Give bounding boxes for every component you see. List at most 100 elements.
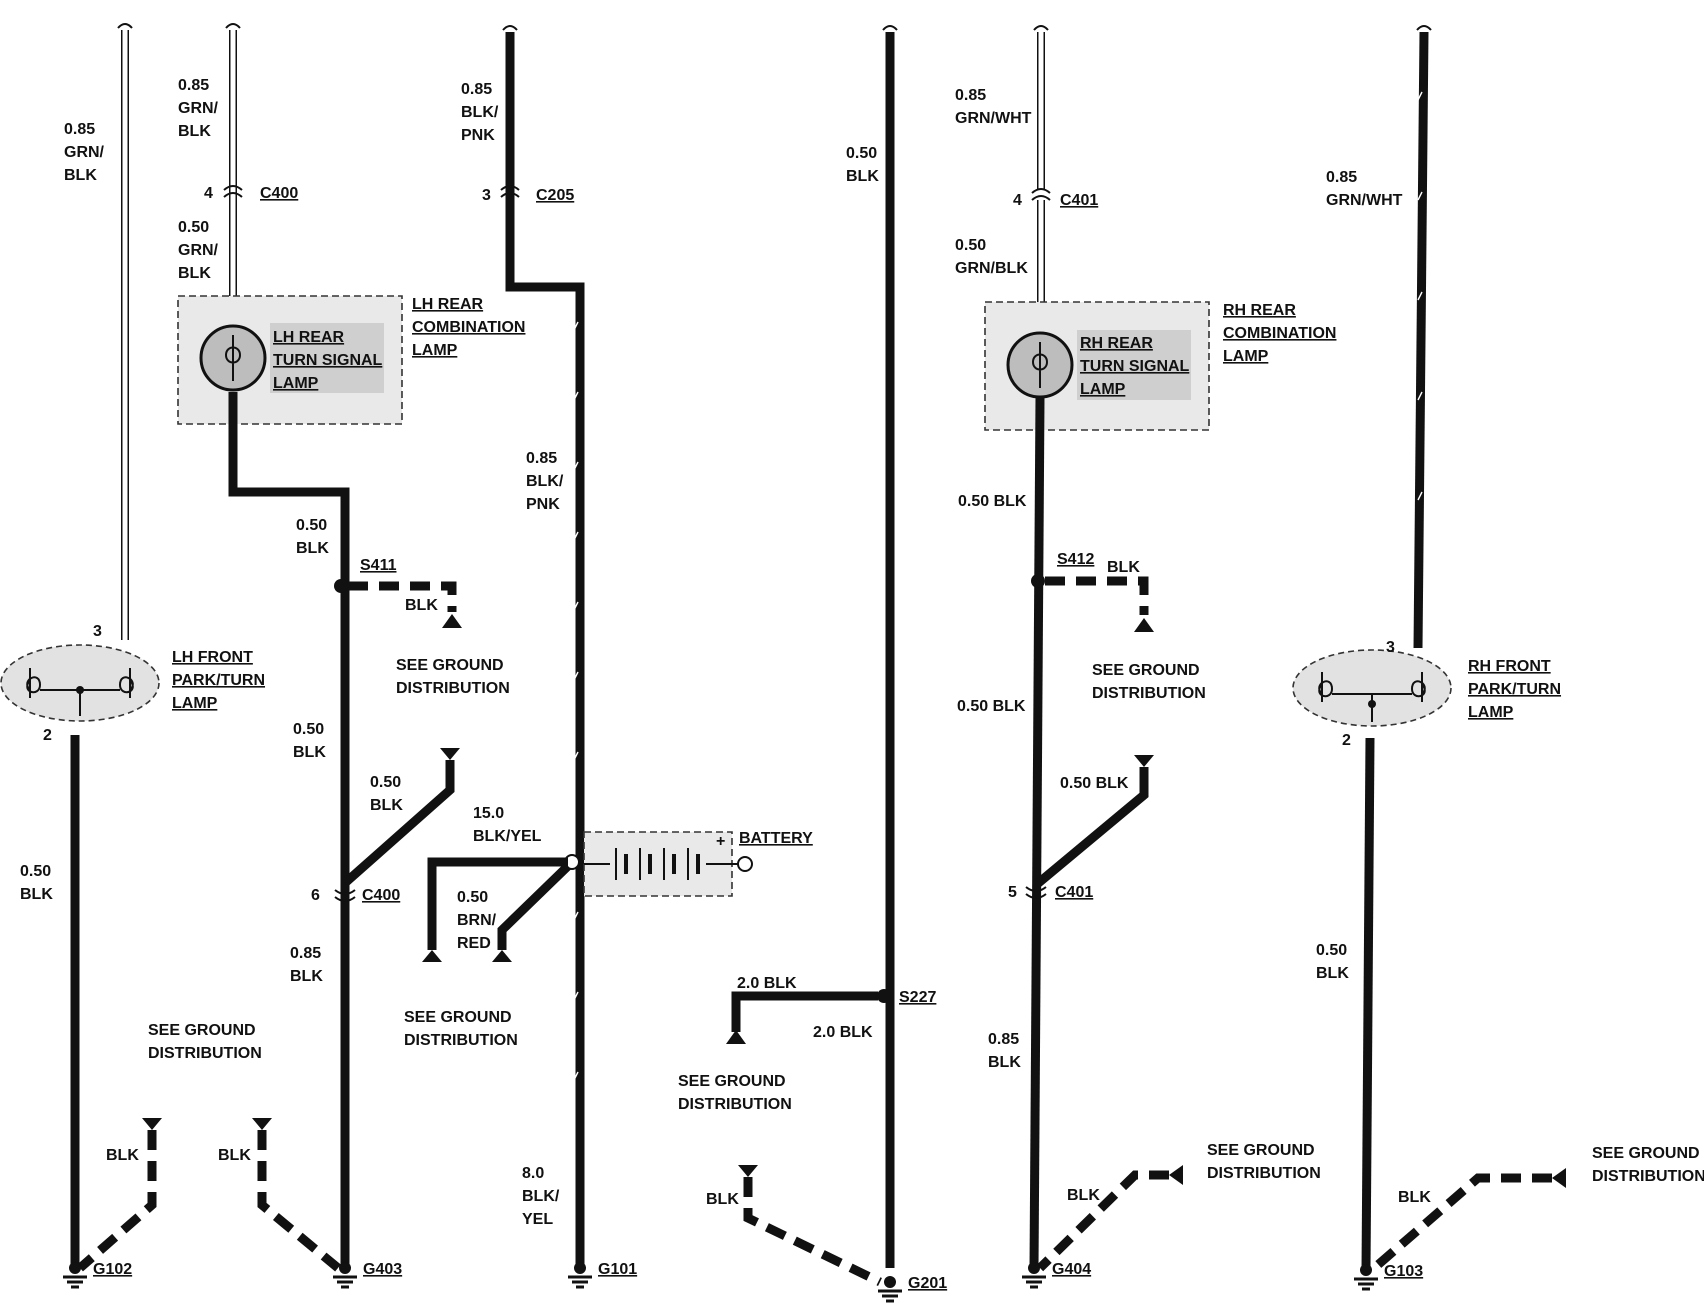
ground-branch-s412 [1045,576,1154,632]
connector-c400-top [223,185,243,198]
connector-c400-low-pin: 6 [311,887,320,904]
connector-c401-low-name: C401 [1055,884,1093,901]
wire-label-w5-out: 0.50 BLK [958,493,1027,510]
connector-c401-top [1031,188,1051,201]
ground-g103: G103 [1354,1263,1423,1291]
blk-label-g103: BLK [1398,1189,1431,1206]
lh-front-pin-in: 3 [93,623,102,640]
rh-rear-turn-signal-bulb [1006,331,1074,399]
rh-front-park-turn-lamp [1292,649,1452,727]
svg-text:+: + [716,833,725,850]
ground-branch-s411 [348,581,462,628]
ground-label-g103: G103 [1384,1263,1423,1280]
battery-symbol: + [584,833,753,880]
blk-label-s411: BLK [405,597,438,614]
wire-c205 [505,32,585,1268]
wire-rh-front-stripes [1417,91,1423,501]
connector-c205-name: C205 [536,187,574,204]
ground-label-g403: G403 [363,1261,402,1278]
ground-branch-g201 [738,1165,882,1287]
wire-lh-rear-out [228,392,350,1268]
wire-label-w5-low: 0.50 BLK [957,698,1026,715]
rh-front-pin-out: 2 [1342,732,1351,749]
wire-lh-rear-feed [225,23,241,315]
wire-c205-stripes [573,321,579,1081]
ground-branch-c400 [342,748,460,887]
wire-label-s227-down: 2.0 BLK [813,1024,873,1041]
splice-s411 [334,579,348,593]
lh-front-pin-out: 2 [43,727,52,744]
connector-c401-top-name: C401 [1060,192,1098,209]
wire-lh-front-feed [117,23,133,640]
blk-label-g102: BLK [106,1147,139,1164]
ground-g201: G201 [878,1275,947,1303]
wire-label-s227-left: 2.0 BLK [737,975,797,992]
connector-c400-low [334,889,356,902]
wire-battery-pos [427,857,568,950]
ground-branch-g404 [1036,1165,1183,1272]
ground-label-g102: G102 [93,1261,132,1278]
ground-branch-g403 [252,1118,341,1272]
splice-s411-label: S411 [360,557,397,574]
wire-rh-front-feed [1413,31,1429,649]
wire-rh-front-ground [1361,737,1375,1271]
ground-label-g404: G404 [1052,1261,1091,1278]
connector-c401-top-pin: 4 [1013,192,1022,209]
splice-s412-label: S412 [1057,551,1094,568]
ground-label-g201: G201 [908,1275,947,1292]
lh-rear-turn-signal-bulb [199,324,267,392]
ground-branch-c401 [1033,755,1154,889]
ground-g101: G101 [568,1261,637,1289]
wire-s227-left [731,991,878,1032]
battery-label: BATTERY [739,830,813,847]
blk-label-g404: BLK [1067,1187,1100,1204]
connector-c205-pin: 3 [482,187,491,204]
ground-g404: G404 [1022,1261,1091,1289]
wire-label-s412-branch: 0.50 BLK [1060,775,1129,792]
ground-g102: G102 [63,1261,132,1289]
ground-g403: G403 [333,1261,402,1289]
splice-s227-label: S227 [899,989,936,1006]
rh-front-pin-in: 3 [1386,639,1395,656]
splice-s412 [1031,574,1045,588]
blk-label-g403: BLK [218,1147,251,1164]
wire-rh-rear-out [1029,397,1045,1269]
lh-front-park-turn-lamp [0,644,160,722]
blk-label-g201: BLK [706,1191,739,1208]
splice-s227 [877,989,891,1003]
wire-battery-brn [497,862,572,950]
ground-branch-g103 [1369,1168,1566,1274]
connector-c401-low-pin: 5 [1008,884,1017,901]
blk-label-s412: BLK [1107,559,1140,576]
ground-label-g101: G101 [598,1261,637,1278]
